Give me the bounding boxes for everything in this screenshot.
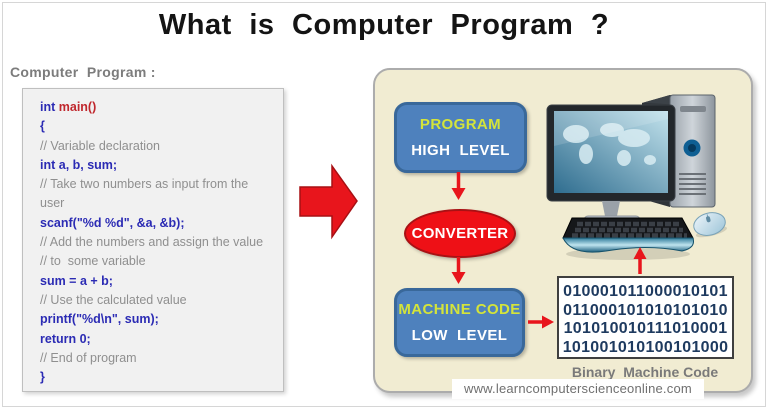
machine-code-label: MACHINE CODE [398, 301, 521, 318]
mouse-icon [693, 212, 728, 238]
compilation-flow-panel: PROGRAM HIGH LEVEL CONVERTER MACHINE COD… [373, 68, 753, 393]
code-to-diagram-arrow [299, 163, 358, 240]
code-line: return 0; [40, 331, 91, 346]
code-line: } [40, 370, 45, 385]
source-code-box: int main() { // Variable declaration int a,… [22, 88, 284, 392]
website-url: www.learncomputerscienceonline.com [452, 379, 704, 399]
world-map [563, 123, 656, 166]
code-line: // Variable declaration [40, 138, 160, 153]
converter-ellipse: CONVERTER [404, 209, 516, 258]
code-line: sum = a + b; [40, 273, 113, 288]
binary-line: 101010010111010001 [563, 320, 728, 337]
page-title: What is Computer Program ? [158, 9, 610, 41]
low-level-label: LOW LEVEL [411, 327, 508, 344]
keyboard-icon [562, 217, 694, 260]
binary-line: 011000101010101010 [563, 301, 728, 319]
code-line: // Use the calculated value [40, 292, 187, 307]
high-level-label: HIGH LEVEL [411, 142, 510, 159]
program-label: PROGRAM [419, 116, 502, 133]
code-line: int main() [40, 100, 97, 114]
code-lines: int main() { // Variable declaration int a,… [40, 98, 279, 387]
machine-code-low-level-box: MACHINE CODE LOW LEVEL [394, 288, 525, 357]
binary-caption: Binary Machine Code [571, 364, 719, 380]
program-high-level-box: PROGRAM HIGH LEVEL [394, 102, 527, 173]
binary-line: 101001010100101000 [562, 338, 729, 356]
code-line: scanf("%d %d", &a, &b); [40, 215, 185, 230]
code-line: printf("%d\n", sum); [40, 312, 159, 327]
code-line: // End of program [40, 350, 137, 365]
code-line: // Add the numbers and assign the value [40, 235, 264, 250]
converter-label: CONVERTER [411, 225, 509, 242]
monitor-icon [546, 104, 676, 226]
code-line: // Take two numbers as input from the [40, 177, 249, 192]
code-line: int a, b, sum; [40, 157, 118, 172]
code-line: // to some variable [40, 254, 146, 269]
binary-line: 010001011000010101 [563, 283, 728, 300]
code-line: { [40, 119, 45, 134]
desktop-computer-illustration [546, 94, 728, 260]
code-line: user [40, 196, 65, 211]
code-section-heading: Computer Program : [10, 64, 156, 80]
